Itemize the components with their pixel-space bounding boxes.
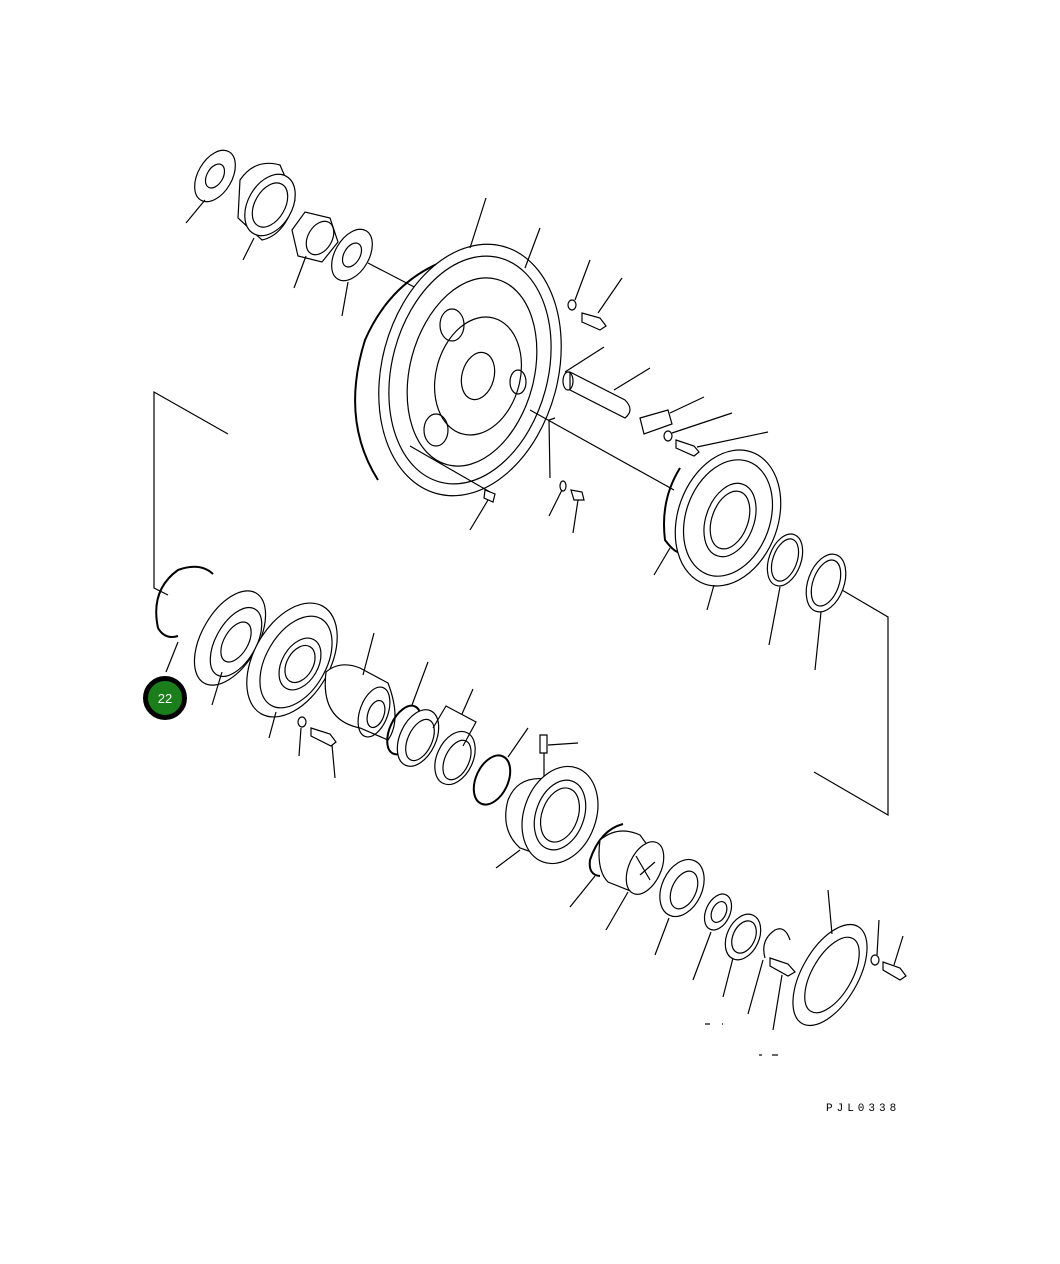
shaft-pin <box>563 347 650 418</box>
bolt-carrier <box>311 728 336 778</box>
dowel-pin <box>540 735 578 782</box>
seal-ring-b <box>427 689 483 791</box>
lock-nut <box>693 890 737 980</box>
cover-cylinder <box>599 831 671 930</box>
tapered-roller-bearing-cup <box>234 163 305 260</box>
seal-ring-a <box>389 703 447 773</box>
bolt-end <box>883 936 906 980</box>
end-cover <box>778 890 882 1037</box>
washer-carrier <box>298 717 306 756</box>
floating-seal <box>799 549 853 670</box>
o-ring-left <box>156 567 213 672</box>
sprocket-hub <box>352 198 588 516</box>
lock-plate <box>640 397 704 434</box>
snap-ring <box>748 929 790 1014</box>
washer-shaft <box>664 413 732 441</box>
retainer-ring <box>761 529 810 645</box>
bearing-cage-left <box>186 143 244 223</box>
seal-housing <box>657 435 799 610</box>
callout-number: 22 <box>157 690 173 706</box>
bolt-upper <box>582 278 622 330</box>
roller-bearing <box>180 579 280 705</box>
o-ring-housing <box>530 410 685 575</box>
lock-washer <box>718 908 767 997</box>
drawing-code: PJL0338 <box>826 1103 901 1115</box>
washer-upper <box>568 260 590 310</box>
bracket-right <box>814 590 888 815</box>
grease-fitting <box>410 446 495 530</box>
o-ring-hub <box>467 728 528 810</box>
thrust-washer <box>651 852 713 955</box>
spacer-sleeve <box>325 633 396 741</box>
o-ring-retainer <box>570 824 623 907</box>
retainer-housing <box>496 756 611 875</box>
plug <box>549 418 584 533</box>
roller-cone <box>292 212 339 288</box>
part-callout-22[interactable]: 22 <box>143 676 187 720</box>
bracket-left <box>154 392 228 595</box>
bearing-carrier <box>228 587 356 738</box>
washer-end <box>871 920 879 965</box>
bearing-cage-right <box>323 222 420 316</box>
bolt-shaft <box>676 432 768 456</box>
bolt-cover <box>770 958 795 1030</box>
